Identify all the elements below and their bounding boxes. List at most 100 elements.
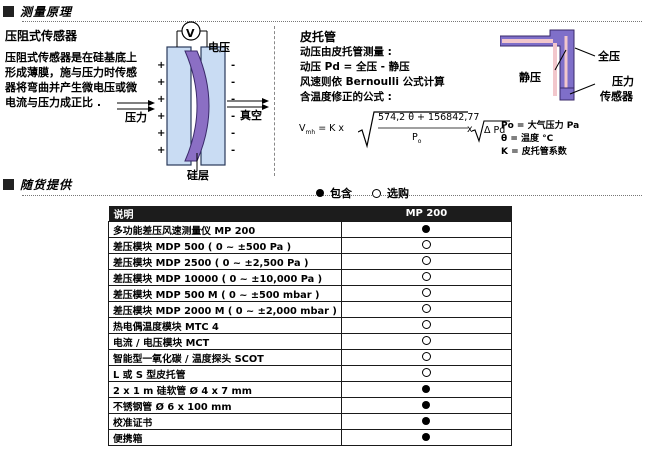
description-line: 形成薄膜，施与压力时传感 (5, 66, 137, 79)
pitot-tube-inner (502, 39, 557, 96)
section-square-icon (3, 6, 14, 17)
pitot-line: 动压由皮托管测量 : (300, 46, 392, 58)
pressure-sensor-diagram: +++ +++ --- --- (117, 21, 269, 171)
formula-po-sub: o (417, 137, 422, 145)
description-line: 器将弯曲并产生微电压或微 (5, 81, 137, 94)
svg-text:-: - (231, 145, 235, 156)
table-row: L 或 S 型皮托管 (108, 365, 513, 382)
pitot-description: 动压由皮托管测量 : 动压 Pd = 全压 - 静压 风速则依 Bernoull… (300, 45, 445, 105)
item-description: 差压模块 MDP 2500 ( 0 ~ ±2,500 Pa ) (108, 253, 342, 270)
svg-text:-: - (231, 111, 235, 122)
item-description: 差压模块 MDP 10000 ( 0 ~ ±10,000 Pa ) (108, 269, 342, 286)
optional-mark-icon (421, 288, 431, 297)
item-availability (340, 365, 513, 382)
legend-line: θ = 温度 °C (501, 134, 554, 144)
table-row: 多功能差压风速测量仪 MP 200 (108, 221, 513, 238)
pitot-tube-diagram (500, 29, 596, 101)
label-static-pressure: 静压 (519, 71, 541, 84)
velocity-formula: Vmh = K x (299, 123, 344, 136)
item-availability (340, 381, 513, 398)
table-row: 校准证书 (108, 413, 513, 430)
label-silicon: 硅层 (187, 169, 209, 182)
description-line: 电流与压力成正比 . (5, 96, 102, 109)
optional-mark-icon (421, 272, 431, 281)
legend-line: Po = 大气压力 Pa (501, 121, 580, 131)
label-pressure: 压力 (125, 111, 147, 124)
table-row: 便携箱 (108, 429, 513, 446)
voltmeter-letter: V (186, 27, 195, 40)
formula-numerator: 574,2 θ + 156842,77 (378, 112, 480, 123)
column-divider (274, 26, 275, 176)
label-total-pressure: 全压 (598, 50, 620, 63)
pitot-line: 动压 Pd = 全压 - 静压 (300, 61, 410, 73)
label-sensor-2: 传感器 (600, 90, 633, 103)
section-divider (22, 21, 642, 22)
item-description: 2 x 1 m 硅软管 Ø 4 x 7 mm (108, 381, 342, 398)
included-mark-icon (422, 401, 431, 409)
optional-mark-icon (372, 188, 381, 198)
formula-legend: Po = 大气压力 Pa θ = 温度 °C K = 皮托管系数 (501, 120, 579, 159)
included-mark-icon (422, 385, 431, 393)
optional-mark-icon (421, 368, 431, 377)
label-sensor-1: 压力 (612, 75, 634, 88)
optional-mark-icon (421, 352, 431, 361)
svg-text:+: + (157, 145, 165, 156)
table-row: 电流 / 电压模块 MCT (108, 333, 513, 350)
optional-mark-icon (421, 304, 431, 313)
item-description: 电流 / 电压模块 MCT (108, 333, 342, 350)
table-row: 差压模块 MDP 2000 M ( 0 ~ ±2,000 mbar ) (108, 301, 513, 318)
description-line: 压阻式传感器是在硅基底上 (5, 51, 137, 64)
svg-text:-: - (231, 77, 235, 88)
optional-mark-icon (421, 240, 431, 249)
item-description: 多功能差压风速测量仪 MP 200 (108, 221, 342, 238)
legend-included: 包含 (330, 187, 352, 200)
table-row: 热电偶温度模块 MTC 4 (108, 317, 513, 334)
item-availability (340, 269, 513, 286)
optional-mark-icon (421, 256, 431, 265)
formula-delta-pd: Δ Pd (484, 125, 506, 136)
pressure-sensor-block (559, 87, 575, 101)
item-availability (340, 317, 513, 334)
svg-text:-: - (231, 60, 235, 71)
svg-text:-: - (231, 94, 235, 105)
label-vacuum: 真空 (240, 109, 262, 122)
pitot-line: 风速则依 Bernoulli 公式计算 (300, 76, 445, 88)
svg-text:+: + (157, 77, 165, 88)
sqrt-sign-small-icon (472, 120, 510, 143)
included-mark-icon (422, 433, 431, 441)
formula-po: P (412, 132, 418, 143)
formula-times: x (467, 124, 473, 135)
item-description: 差压模块 MDP 500 ( 0 ~ ±500 Pa ) (108, 237, 342, 254)
optional-mark-icon (421, 336, 431, 345)
pitot-heading: 皮托管 (300, 30, 337, 44)
table-row: 差压模块 MDP 500 M ( 0 ~ ±500 mbar ) (108, 285, 513, 302)
section-supplied: 随货提供 (3, 176, 72, 193)
svg-text:+: + (157, 111, 165, 122)
section-measure-principle: 测量原理 (3, 3, 72, 20)
item-description: 校准证书 (108, 413, 342, 430)
section-divider (22, 195, 642, 196)
item-availability (340, 221, 513, 238)
pressure-sensor-heading: 压阻式传感器 (5, 29, 78, 43)
item-availability (340, 429, 513, 446)
column-header-model: MP 200 (341, 206, 512, 222)
formula-denominator: Po (412, 132, 421, 145)
table-row: 2 x 1 m 硅软管 Ø 4 x 7 mm (108, 381, 513, 398)
legend-optional: 选购 (387, 187, 409, 200)
item-description: L 或 S 型皮托管 (108, 365, 342, 382)
section-square-icon (3, 179, 14, 190)
item-availability (340, 237, 513, 254)
svg-text:-: - (231, 128, 235, 139)
item-availability (340, 253, 513, 270)
section-title: 测量原理 (20, 5, 73, 19)
pitot-line: 含温度修正的公式 : (300, 91, 392, 103)
table-header-row: 说明 MP 200 (108, 206, 512, 222)
item-availability (340, 397, 513, 414)
svg-text:+: + (157, 128, 165, 139)
included-mark-icon (422, 417, 431, 425)
pressure-sensor-description: 压阻式传感器是在硅基底上 形成薄膜，施与压力时传感 器将弯曲并产生微电压或微 电… (5, 50, 137, 110)
table-row: 差压模块 MDP 500 ( 0 ~ ±500 Pa ) (108, 237, 513, 254)
item-availability (340, 413, 513, 430)
formula-lhs: V (299, 123, 306, 134)
